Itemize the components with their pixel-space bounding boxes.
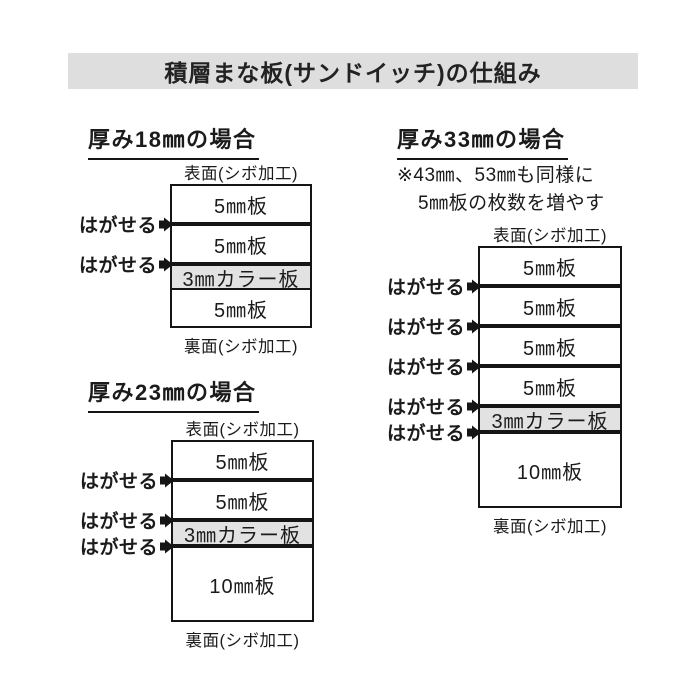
peel-label: はがせる bbox=[386, 423, 465, 445]
peel-label: はがせる bbox=[386, 277, 465, 299]
arrow-stem bbox=[159, 220, 164, 228]
arrow-head bbox=[165, 473, 174, 487]
layer-board: 5㎜板 bbox=[213, 195, 269, 218]
peel-callout: はがせる bbox=[387, 353, 481, 380]
peel-callout: はがせる bbox=[80, 507, 174, 534]
layer-board: 5㎜板 bbox=[213, 299, 269, 322]
peel-label: はがせる bbox=[78, 215, 157, 237]
heading-33mm: 厚み33㎜の場合 bbox=[397, 122, 569, 160]
peel-label: はがせる bbox=[79, 511, 158, 533]
layer-board: 5㎜板 bbox=[522, 297, 578, 320]
arrow-head bbox=[472, 319, 481, 333]
peel-callout: はがせる bbox=[80, 533, 174, 560]
surface-label-23mm: 表面(シボ加工) bbox=[185, 421, 300, 439]
arrow-stem bbox=[467, 282, 472, 290]
back-label-33mm: 裏面(シボ加工) bbox=[493, 518, 607, 536]
arrow-head bbox=[165, 513, 174, 527]
peel-callout: はがせる bbox=[80, 467, 174, 494]
layer-board: 5㎜板 bbox=[522, 257, 578, 280]
layer-color-board: 3㎜カラー板 bbox=[173, 522, 312, 547]
arrow-stem bbox=[467, 362, 472, 370]
peel-callout: はがせる bbox=[387, 419, 481, 446]
peel-label: はがせる bbox=[386, 317, 465, 339]
back-label-23mm: 裏面(シボ加工) bbox=[185, 632, 300, 650]
peel-label: はがせる bbox=[79, 471, 158, 493]
heading-23mm: 厚み23㎜の場合 bbox=[88, 375, 260, 413]
layer-board: 5㎜板 bbox=[215, 451, 270, 474]
note-line: ※43㎜、53㎜も同様に bbox=[397, 165, 595, 186]
arrow-stem bbox=[160, 516, 165, 524]
peel-right-arrow-icon bbox=[467, 399, 481, 413]
peel-right-arrow-icon bbox=[467, 425, 481, 439]
surface-label-33mm: 表面(シボ加工) bbox=[493, 227, 607, 245]
note-line: 5㎜板の枚数を増やす bbox=[418, 193, 605, 214]
layer-board: 5㎜板 bbox=[522, 377, 578, 400]
peel-separator-line bbox=[173, 544, 312, 548]
peel-right-arrow-icon bbox=[159, 217, 173, 231]
note-33mm: ※43㎜、53㎜も同様に 5㎜板の枚数を増やす bbox=[397, 162, 605, 218]
peel-callout: はがせる bbox=[79, 211, 173, 238]
peel-right-arrow-icon bbox=[467, 319, 481, 333]
peel-label: はがせる bbox=[79, 537, 158, 559]
arrow-head bbox=[164, 217, 173, 231]
peel-right-arrow-icon bbox=[467, 359, 481, 373]
peel-separator-line bbox=[173, 478, 312, 482]
arrow-head bbox=[472, 425, 481, 439]
layer-board: 10㎜板 bbox=[516, 461, 584, 484]
arrow-stem bbox=[467, 428, 472, 436]
arrow-stem bbox=[160, 476, 165, 484]
peel-separator-line bbox=[480, 430, 620, 434]
peel-right-arrow-icon bbox=[160, 473, 174, 487]
peel-callout: はがせる bbox=[387, 393, 481, 420]
layer-board: 5㎜板 bbox=[213, 235, 269, 258]
peel-callout: はがせる bbox=[79, 251, 173, 278]
peel-right-arrow-icon bbox=[467, 279, 481, 293]
layer-color-board: 3㎜カラー板 bbox=[480, 408, 620, 433]
peel-separator-line bbox=[480, 284, 620, 288]
peel-right-arrow-icon bbox=[160, 539, 174, 553]
peel-separator-line bbox=[480, 404, 620, 408]
peel-callout: はがせる bbox=[387, 273, 481, 300]
arrow-stem bbox=[467, 322, 472, 330]
heading-18mm: 厚み18㎜の場合 bbox=[88, 122, 260, 160]
arrow-stem bbox=[160, 542, 165, 550]
layer-color-board: 3㎜カラー板 bbox=[172, 266, 310, 291]
arrow-stem bbox=[467, 402, 472, 410]
page-title: 積層まな板(サンドイッチ)の仕組み bbox=[68, 53, 638, 89]
arrow-head bbox=[472, 399, 481, 413]
layer-board: 5㎜板 bbox=[215, 491, 270, 514]
peel-separator-line bbox=[480, 364, 620, 368]
peel-separator-line bbox=[173, 518, 312, 522]
arrow-head bbox=[472, 359, 481, 373]
peel-callout: はがせる bbox=[387, 313, 481, 340]
peel-right-arrow-icon bbox=[160, 513, 174, 527]
layer-board: 10㎜板 bbox=[209, 575, 276, 598]
peel-label: はがせる bbox=[386, 397, 465, 419]
arrow-head bbox=[165, 539, 174, 553]
arrow-head bbox=[472, 279, 481, 293]
arrow-stem bbox=[159, 260, 164, 268]
arrow-head bbox=[164, 257, 173, 271]
peel-right-arrow-icon bbox=[159, 257, 173, 271]
back-label-18mm: 裏面(シボ加工) bbox=[184, 338, 298, 356]
layer-board: 5㎜板 bbox=[522, 337, 578, 360]
separator-line bbox=[172, 288, 310, 290]
peel-separator-line bbox=[480, 324, 620, 328]
peel-separator-line bbox=[172, 222, 310, 226]
surface-label-18mm: 表面(シボ加工) bbox=[184, 165, 298, 183]
peel-separator-line bbox=[172, 262, 310, 266]
peel-label: はがせる bbox=[386, 357, 465, 379]
peel-label: はがせる bbox=[78, 255, 157, 277]
